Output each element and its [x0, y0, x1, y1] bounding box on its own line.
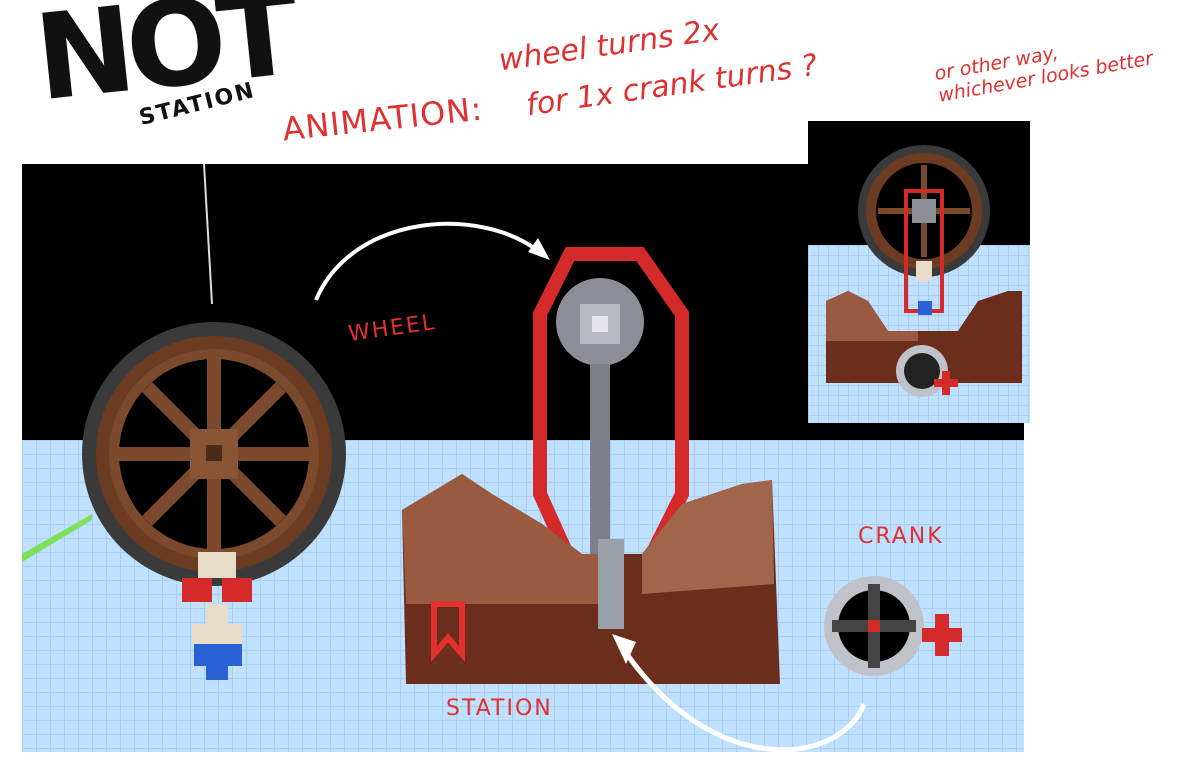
thumbnail-drawing: [826, 145, 1022, 397]
arrow-to-belt: [314, 221, 544, 301]
animation-label: ANIMATION:: [280, 89, 485, 149]
arrow-to-station: [617, 642, 867, 752]
station-object: [402, 247, 780, 684]
preview-thumbnail: [808, 121, 1030, 423]
side-note: or other way, whichever looks better: [932, 41, 1155, 107]
label-station: STATION: [446, 696, 553, 721]
crank-object: [824, 576, 962, 676]
wheel-object: [82, 322, 346, 680]
scene-drawing: [22, 164, 962, 752]
label-crank: CRANK: [858, 524, 944, 549]
floor-edge: [22, 514, 92, 562]
hanging-line: [203, 164, 213, 305]
